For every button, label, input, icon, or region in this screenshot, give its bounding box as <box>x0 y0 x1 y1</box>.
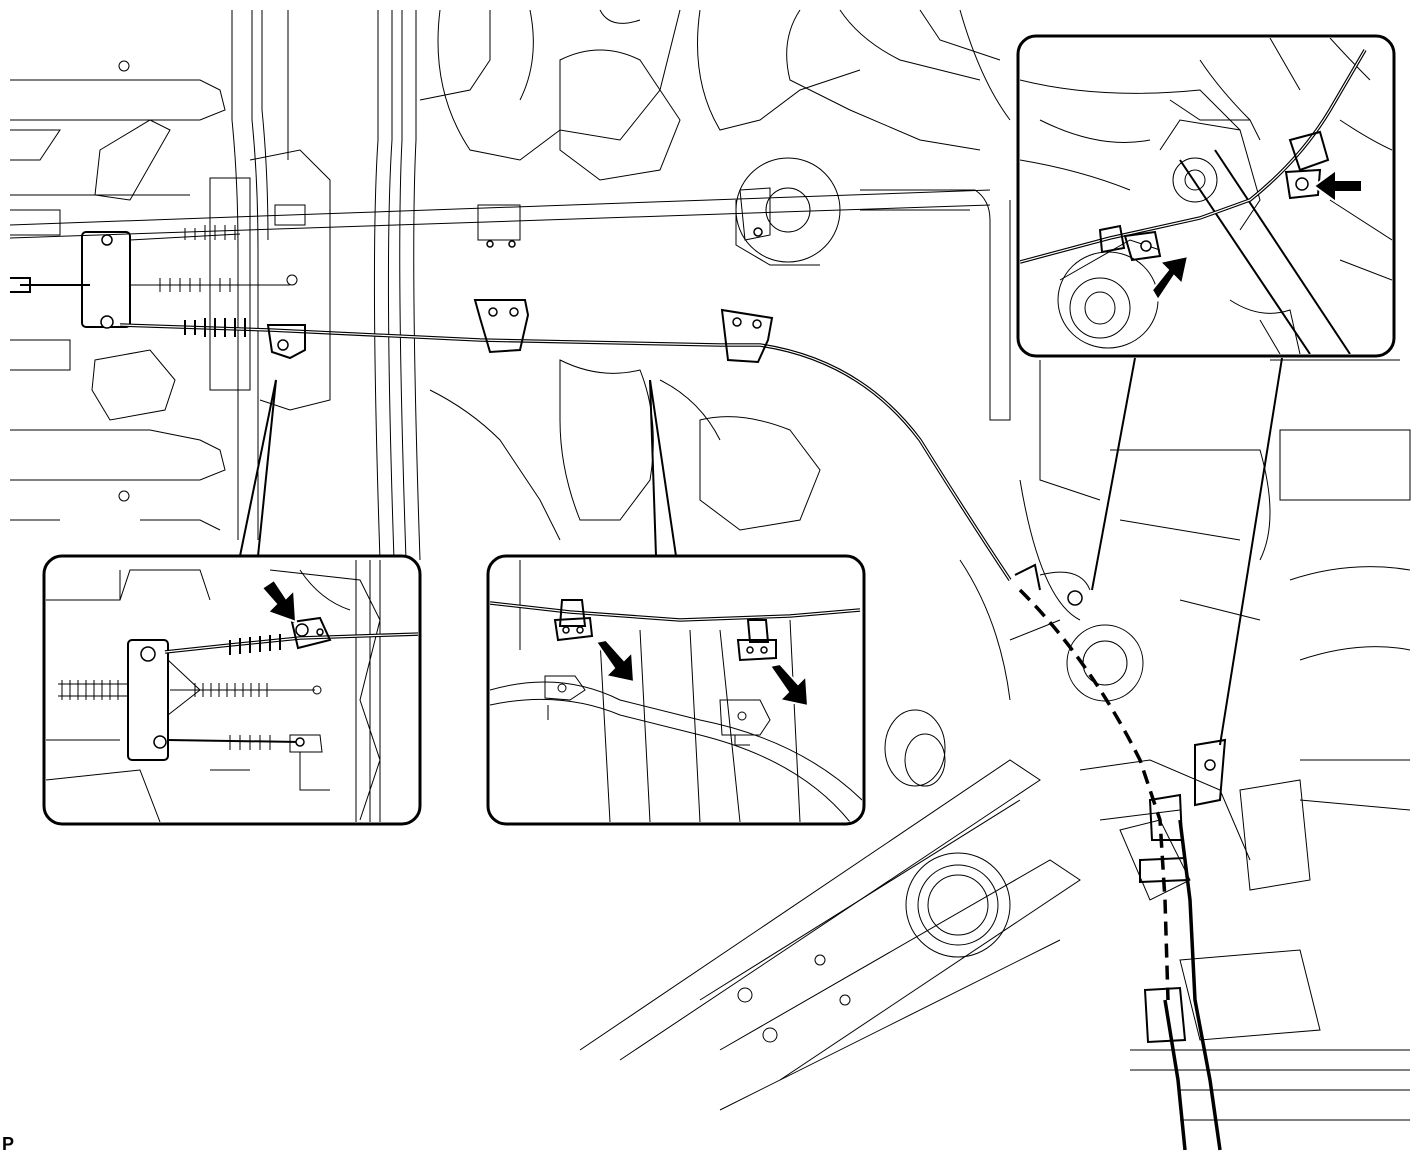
arrow-icon <box>1312 168 1363 204</box>
left-inset <box>42 554 422 826</box>
arrow-icon <box>1150 254 1190 302</box>
callout-leaders <box>239 357 1283 746</box>
arrow-icon <box>594 638 636 684</box>
underbody-structure <box>9 9 1411 1121</box>
figure-code: P <box>2 1134 15 1154</box>
top-right-inset <box>1016 34 1396 358</box>
center-inset <box>486 554 866 826</box>
arrow-icon <box>768 662 810 708</box>
arrow-icon <box>260 578 298 624</box>
parking-brake-cable <box>10 149 1227 1151</box>
